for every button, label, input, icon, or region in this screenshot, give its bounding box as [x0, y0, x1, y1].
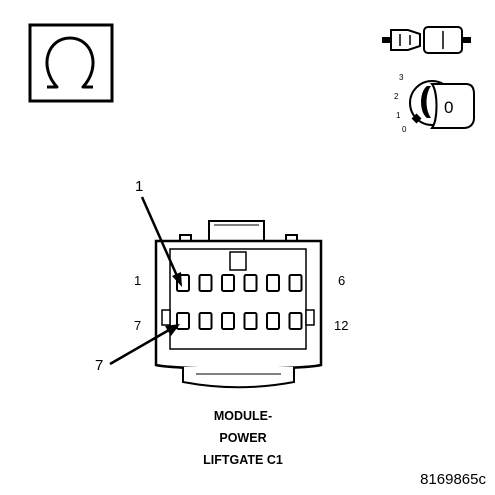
caption-line-3: LIFTGATE C1 — [203, 453, 283, 467]
ohm-meter-icon — [28, 23, 114, 103]
callout-1-label: 1 — [135, 178, 143, 195]
key-label: 0 — [444, 98, 453, 117]
pin-cavity-10 — [243, 312, 258, 330]
figure-id: 8169865c — [420, 471, 486, 488]
pin-label-top-right: 6 — [338, 273, 345, 288]
pin-cavity-5 — [266, 274, 280, 292]
caption-line-2: POWER — [219, 431, 266, 445]
connector-body — [154, 220, 323, 389]
pin-cavity-11 — [266, 312, 280, 330]
pin-cavity-2 — [198, 274, 213, 292]
ignition-pos-1: 1 — [396, 111, 401, 120]
caption-line-1: MODULE- — [214, 409, 272, 423]
callout-7-label: 7 — [95, 357, 103, 374]
disconnected-connector-icon — [382, 26, 471, 54]
pin-cavity-12 — [288, 312, 303, 330]
pin-cavity-3 — [221, 274, 235, 292]
pin-cavity-4 — [243, 274, 258, 292]
pin-cavity-8 — [198, 312, 213, 330]
pin-cavity-7 — [176, 312, 190, 330]
pin-label-bottom-right: 12 — [334, 318, 348, 333]
pin-label-bottom-left: 7 — [134, 318, 141, 333]
pin-cavities — [176, 274, 303, 330]
ignition-pos-2: 2 — [394, 92, 399, 101]
callout-pin-7: 7 — [95, 324, 180, 374]
pin-cavity-9 — [221, 312, 235, 330]
ignition-key-off-icon: 3 2 1 0 0 — [394, 73, 475, 134]
ignition-pos-3: 3 — [399, 73, 404, 82]
pin-label-top-left: 1 — [134, 273, 141, 288]
ignition-pos-0: 0 — [402, 125, 407, 134]
pin-cavity-6 — [288, 274, 303, 292]
callout-pin-1: 1 — [135, 178, 182, 287]
